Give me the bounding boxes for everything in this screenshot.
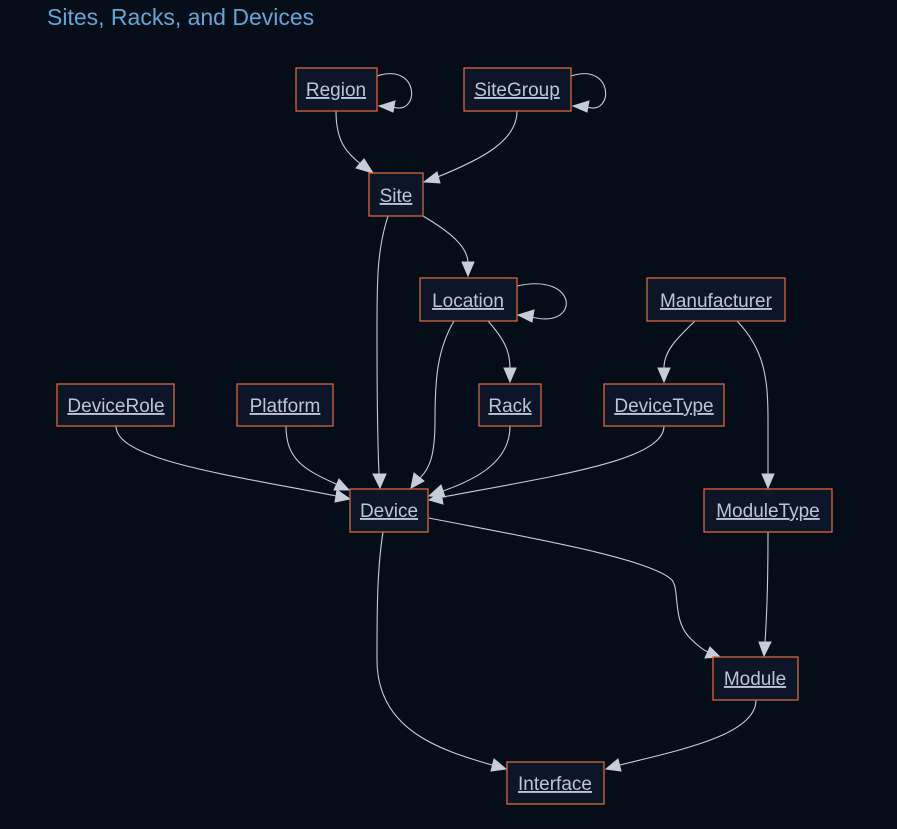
edge-sitegroup-site <box>434 110 518 179</box>
node-label[interactable]: Location <box>432 291 504 312</box>
node-devicetype[interactable]: DeviceType <box>603 383 725 427</box>
edge-region-region <box>376 73 413 109</box>
arrowhead <box>657 367 671 384</box>
edge-devicetype-device <box>442 425 665 498</box>
arrowhead <box>333 478 351 491</box>
node-label[interactable]: DeviceType <box>614 396 713 417</box>
arrowhead <box>516 309 535 323</box>
arrowhead <box>758 641 772 658</box>
edge-devicerole-device <box>115 425 337 497</box>
arrowhead <box>604 758 622 772</box>
edge-manufacturer-moduletype <box>736 320 769 474</box>
arrowhead <box>461 261 475 278</box>
edge-site-device <box>376 215 389 475</box>
edge-moduletype-module <box>764 531 769 643</box>
edge-module-interface <box>619 699 757 766</box>
arrowhead <box>571 100 590 113</box>
node-module[interactable]: Module <box>712 656 799 701</box>
node-location[interactable]: Location <box>419 277 518 322</box>
node-devicerole[interactable]: DeviceRole <box>56 383 175 427</box>
arrowhead <box>704 646 722 659</box>
edge-manufacturer-devicetype <box>663 320 696 369</box>
node-label[interactable]: Module <box>724 669 786 690</box>
arrowhead <box>355 158 375 174</box>
node-device[interactable]: Device <box>349 488 429 533</box>
node-label[interactable]: Site <box>380 186 413 207</box>
edge-rack-device <box>442 425 511 492</box>
arrowhead <box>427 491 444 505</box>
edge-sitegroup-sitegroup <box>570 73 607 109</box>
arrowhead <box>503 367 517 384</box>
node-label[interactable]: DeviceRole <box>67 396 164 417</box>
edge-region-site <box>335 110 363 166</box>
node-manufacturer[interactable]: Manufacturer <box>646 277 786 322</box>
arrowhead <box>422 171 441 184</box>
node-region[interactable]: Region <box>295 67 378 112</box>
edge-location-device <box>419 320 455 479</box>
edges <box>115 73 775 772</box>
arrowhead <box>372 473 387 490</box>
arrowhead <box>410 472 425 489</box>
node-sitegroup[interactable]: SiteGroup <box>463 67 572 112</box>
edge-location-rack <box>487 320 511 369</box>
edge-device-module <box>428 517 709 653</box>
node-site[interactable]: Site <box>368 172 424 217</box>
node-platform[interactable]: Platform <box>236 383 334 427</box>
node-moduletype[interactable]: ModuleType <box>703 488 833 533</box>
edge-location-location <box>516 283 567 320</box>
node-label[interactable]: Device <box>360 501 418 522</box>
arrowhead <box>761 473 775 490</box>
node-label[interactable]: Region <box>306 80 366 101</box>
node-label[interactable]: Manufacturer <box>660 291 773 312</box>
arrowhead <box>377 100 396 113</box>
node-label[interactable]: Interface <box>518 774 592 795</box>
node-label[interactable]: Rack <box>488 396 532 417</box>
arrowhead <box>334 489 352 503</box>
node-label[interactable]: SiteGroup <box>474 80 560 101</box>
edge-device-interface <box>376 531 493 766</box>
edge-platform-device <box>285 425 337 485</box>
arrowhead <box>490 758 508 772</box>
node-label[interactable]: ModuleType <box>716 501 820 522</box>
edge-site-location <box>422 215 469 263</box>
node-interface[interactable]: Interface <box>506 761 605 805</box>
node-rack[interactable]: Rack <box>478 383 542 427</box>
page-title: Sites, Racks, and Devices <box>47 4 315 30</box>
node-label[interactable]: Platform <box>250 396 321 417</box>
